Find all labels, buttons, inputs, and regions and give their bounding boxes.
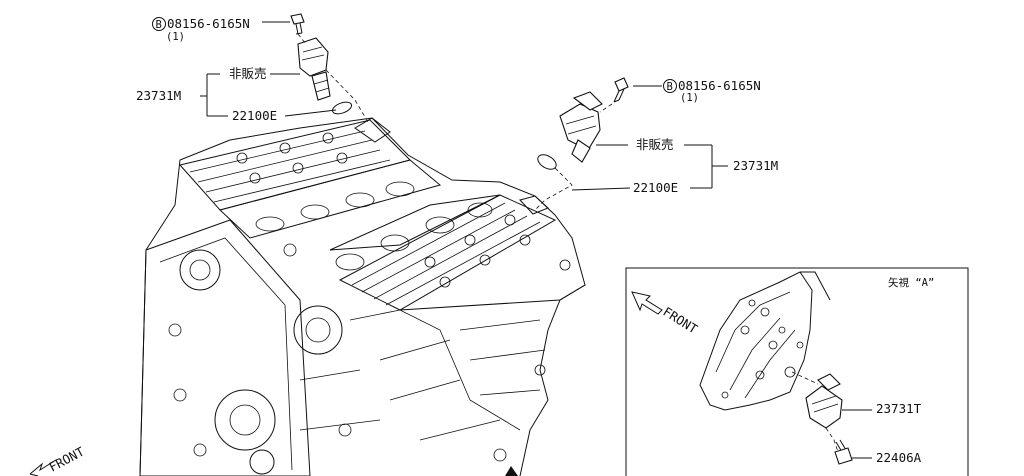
detail-view-box: 矢視 “A” FRONT bbox=[625, 267, 969, 476]
cam-sensor-left-icon[interactable] bbox=[297, 37, 331, 101]
sensor-part-left: 23731M bbox=[136, 88, 181, 103]
not-sold-right: 非販売 bbox=[636, 137, 674, 152]
o-ring-right-icon[interactable] bbox=[535, 152, 558, 172]
front-label-main: FRONT bbox=[46, 444, 87, 475]
o-ring-left-icon[interactable] bbox=[331, 100, 353, 116]
bolt-top-left-icon[interactable] bbox=[290, 13, 305, 35]
sensor-part-detail: 23731T bbox=[876, 401, 922, 416]
bolt-top-right-icon[interactable] bbox=[613, 77, 629, 103]
bolt-qty-left: (1) bbox=[166, 31, 185, 43]
bolt-badge-right: B bbox=[667, 81, 673, 93]
bolt-part-detail: 22406A bbox=[876, 450, 922, 465]
bolt-qty-right: (1) bbox=[680, 92, 699, 104]
right-sensor-assembly: B 08156-6165N (1) 非販売 23731M 22100E bbox=[534, 77, 778, 211]
bolt-detail-icon[interactable] bbox=[834, 439, 853, 465]
crank-sensor-detail-icon[interactable] bbox=[805, 373, 843, 429]
front-arrow-main: FRONT bbox=[29, 444, 87, 476]
cam-sensor-right-icon[interactable] bbox=[559, 91, 603, 163]
timing-cover-detail bbox=[699, 271, 831, 411]
engine-block bbox=[139, 117, 586, 476]
oring-part-right: 22100E bbox=[633, 180, 678, 195]
not-sold-left: 非販売 bbox=[229, 66, 267, 81]
front-label-detail: FRONT bbox=[660, 304, 700, 337]
bolt-code-left: 08156-6165N bbox=[167, 16, 250, 31]
detail-view-title: 矢視 “A” bbox=[888, 276, 934, 289]
sensor-part-right: 23731M bbox=[733, 158, 778, 173]
bolt-code-right: 08156-6165N bbox=[678, 78, 761, 93]
front-arrow-detail: FRONT bbox=[631, 291, 701, 337]
left-sensor-assembly: B 08156-6165N (1) 非販売 23731M 22100E bbox=[136, 13, 369, 123]
oring-part-left: 22100E bbox=[232, 108, 277, 123]
bolt-badge-left: B bbox=[156, 19, 162, 31]
